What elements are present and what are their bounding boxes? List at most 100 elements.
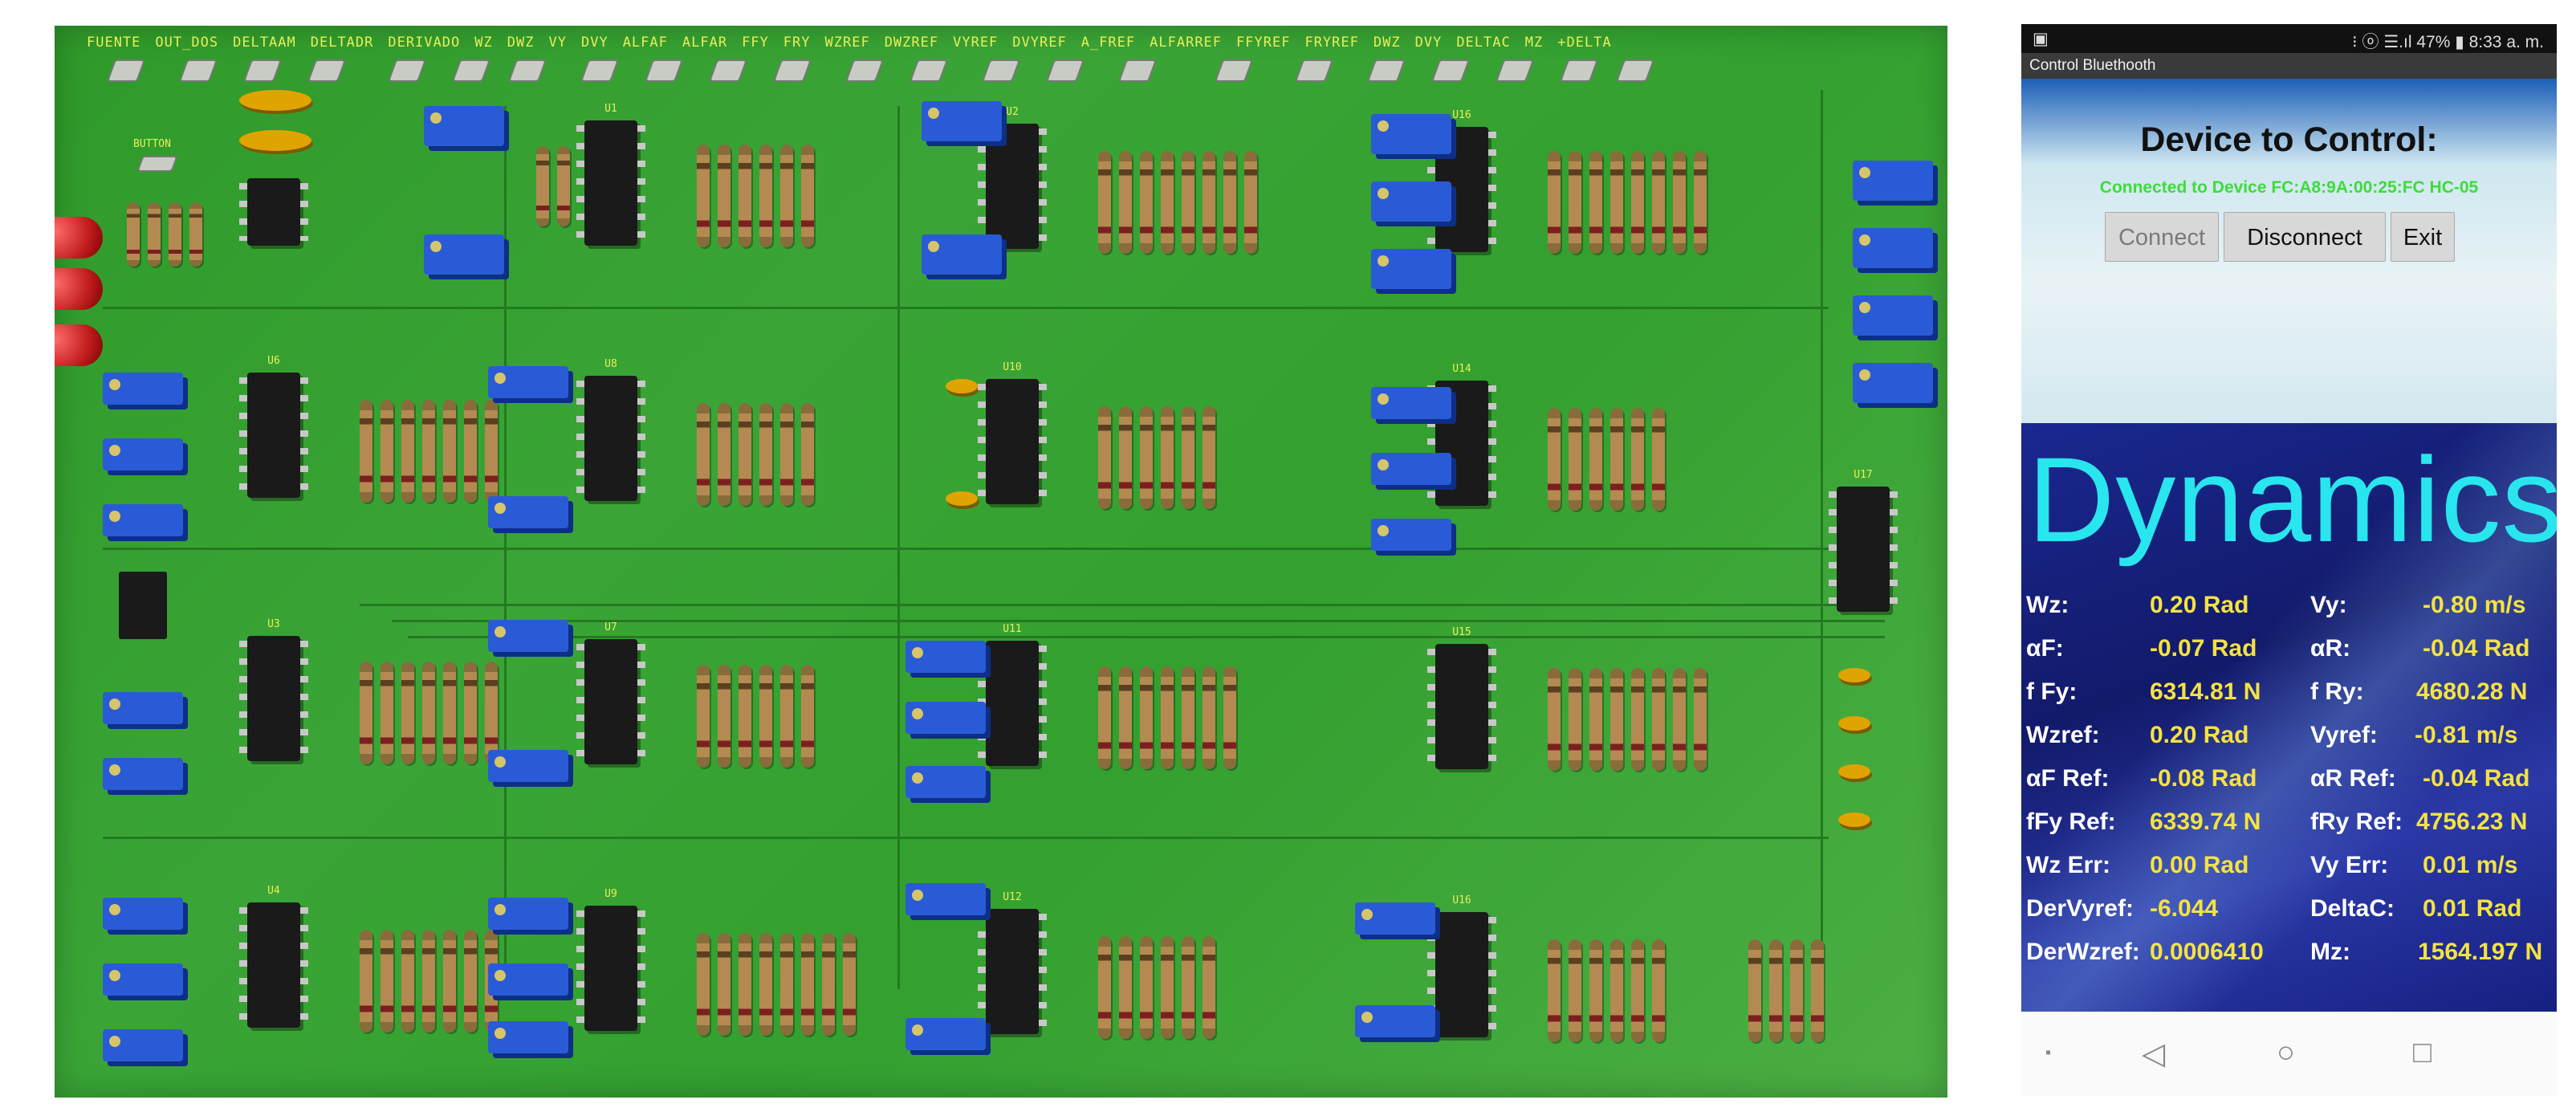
recents-icon[interactable]: □ [2413,1036,2432,1069]
potentiometer [1853,295,1933,336]
potentiometer [103,373,183,405]
connect-button[interactable]: Connect [2105,212,2219,262]
led [55,217,103,259]
trace [103,837,1829,839]
led [55,324,103,366]
home-icon[interactable]: ○ [2277,1036,2295,1069]
metric-value: 0.01 Rad [2423,895,2522,922]
connector [1495,59,1535,82]
metric-value: -0.08 Rad [2150,765,2257,792]
metric-value: 1564.197 N [2418,939,2543,965]
potentiometer [1853,228,1933,268]
exit-button[interactable]: Exit [2391,212,2455,262]
connector [644,59,684,82]
pcb-label: WZREF [824,35,870,51]
potentiometer [488,366,568,398]
potentiometer [1355,1005,1435,1037]
app-title-bar: Control Bluethooth [2021,53,2557,79]
android-nav-bar: ▪ ◁ ○ □ [2021,1012,2557,1096]
dynamics-row: Wz Err: 0.00 Rad Vy Err: 0.01 m/s [2021,852,2557,892]
connector [708,59,748,82]
pcb-label: MZ [1524,35,1544,51]
trace [392,620,1885,622]
connector [1559,59,1599,82]
resistor-array [1548,939,1665,1042]
dynamics-row: DerWzref: 0.0006410 Mz: 1564.197 N [2021,939,2557,979]
metric-label: αR Ref: [2310,765,2396,792]
device-heading: Device to Control: [2140,120,2438,159]
resistor-array [1548,408,1665,511]
ic-chip: U9 [576,888,645,1031]
trace [103,548,1829,550]
metric-value: 4680.28 N [2416,678,2528,705]
potentiometer [488,620,568,652]
metric-label: Wz Err: [2026,852,2110,878]
connector [1294,59,1334,82]
trace [897,106,900,989]
status-indicators: ⁝ ⓞ ☰.ıl 47% ▮ 8:33 a. m. [2352,33,2544,51]
connector [1214,59,1254,82]
metric-label: Wz: [2026,592,2069,618]
dynamics-row: DerVyref: -6.044 DeltaC: 0.01 Rad [2021,895,2557,935]
metric-value: -0.80 m/s [2423,592,2526,618]
ic-chip: U15 [1427,626,1496,769]
metric-label: αF: [2026,635,2064,662]
metric-label: DerWzref: [2026,939,2140,965]
dynamics-row: f Fy: 6314.81 N f Ry: 4680.28 N [2021,678,2557,719]
potentiometer [922,234,1002,275]
metric-label: DeltaC: [2310,895,2395,922]
ic-chip: U16 [1427,894,1496,1037]
connector [178,59,218,82]
trace [360,604,1885,606]
potentiometer [103,438,183,470]
pcb-render: FUENTE OUT_DOS DELTAAM DELTADR DERIVADO … [55,26,1947,1098]
dynamics-row: Wz: 0.20 Rad Vy: -0.80 m/s [2021,592,2557,632]
potentiometer [1371,519,1451,551]
capacitor [1838,716,1870,731]
connector [106,59,146,82]
back-icon[interactable]: ◁ [2142,1037,2166,1071]
button-label: BUTTON [133,138,171,150]
menu-dot-icon[interactable]: ▪ [2045,1044,2052,1061]
pcb-label: DWZ [507,35,535,51]
metric-label: f Fy: [2026,678,2077,705]
connector [1117,59,1158,82]
metric-value: 6314.81 N [2150,678,2261,705]
metric-value: -0.04 Rad [2423,765,2530,792]
ic-chip: U12 [978,891,1047,1034]
pcb-label: ALFAF [622,35,668,51]
ic-chip: U2 [978,106,1047,249]
metric-value: 0.00 Rad [2150,852,2249,878]
metric-value: -0.04 Rad [2423,635,2530,662]
metric-value: 6339.74 N [2150,809,2261,835]
potentiometer [1371,249,1451,289]
potentiometer [103,504,183,536]
pcb-label: DWZREF [884,35,939,51]
potentiometer [103,963,183,996]
resistor-array [127,202,202,267]
potentiometer [488,898,568,930]
notification-icon: ▣ [2033,30,2049,48]
connector [772,59,812,82]
phone-screen: ▣ ⁝ ⓞ ☰.ıl 47% ▮ 8:33 a. m. Control Blue… [2021,24,2557,1096]
resistor-array [360,930,498,1033]
pcb-label: DVY [1414,35,1443,51]
potentiometer [103,1029,183,1061]
ic-chip: U11 [978,623,1047,766]
resistor-array [360,662,498,764]
pcb-label: DELTAAM [233,35,296,51]
connector [1615,59,1655,82]
dynamics-row: Wzref: 0.20 Rad Vyref: -0.81 m/s [2021,722,2557,762]
capacitor [239,130,311,151]
pcb-label: A_FREF [1080,35,1136,51]
ic-chip: U8 [576,358,645,501]
resistor-array [1098,151,1257,254]
disconnect-button[interactable]: Disconnect [2224,212,2386,262]
pcb-label: FRY [783,35,811,51]
connector [242,59,283,82]
potentiometer [424,234,504,275]
resistor-array [360,400,498,503]
ic-chip [239,178,308,246]
metric-label: f Ry: [2310,678,2364,705]
pcb-label: VYREF [953,35,999,51]
